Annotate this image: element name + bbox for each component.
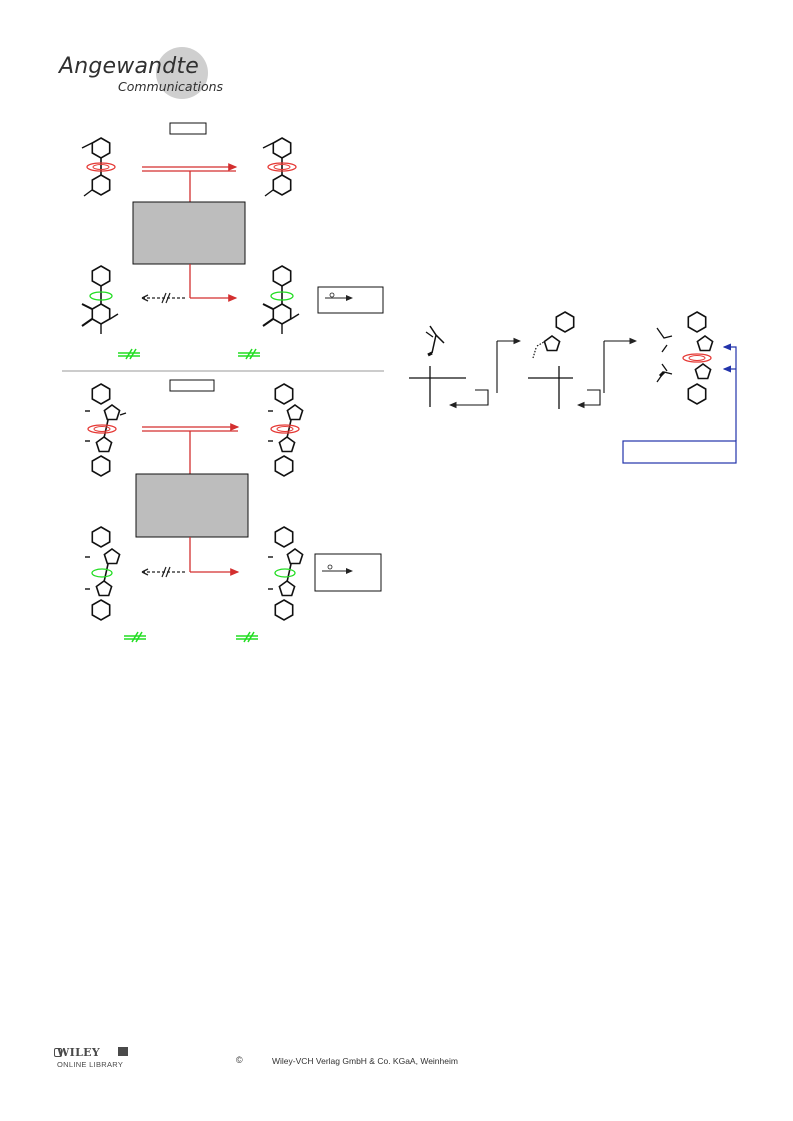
logo-circle — [156, 47, 208, 99]
biindolyl-right-top — [268, 383, 304, 477]
green-marks-b — [124, 631, 258, 643]
biindolyl-left-bottom — [85, 526, 121, 621]
journal-title: Angewandte — [59, 54, 200, 79]
online-library-label: ONLINE LIBRARY — [57, 1060, 124, 1069]
synthesis-scheme — [409, 311, 737, 464]
green-marks-a — [118, 348, 260, 360]
biindolyl-right-bottom — [268, 526, 304, 621]
wiley-seal-icon — [54, 1048, 62, 1057]
copyright-symbol: © — [236, 1055, 243, 1065]
indole-fragment — [532, 311, 575, 359]
wiley-brand: WILEY — [57, 1046, 100, 1059]
biaryl-right-bottom — [262, 265, 300, 334]
biindolyl-left-top — [85, 383, 127, 477]
publisher-line: Wiley-VCH Verlag GmbH & Co. KGaA, Weinhe… — [272, 1056, 458, 1066]
biaryl-left-bottom — [81, 265, 119, 334]
product-biindolyl — [656, 311, 714, 405]
journal-subtitle: Communications — [118, 79, 224, 94]
wiley-online-library-logo: WILEY ONLINE LIBRARY — [54, 1045, 134, 1073]
panel-a — [62, 122, 384, 372]
panel-b — [85, 379, 382, 643]
biaryl-left-top — [81, 137, 116, 197]
journal-logo: Angewandte Communications — [52, 44, 272, 104]
book-icon — [118, 1047, 128, 1056]
biaryl-right-top — [262, 137, 297, 197]
